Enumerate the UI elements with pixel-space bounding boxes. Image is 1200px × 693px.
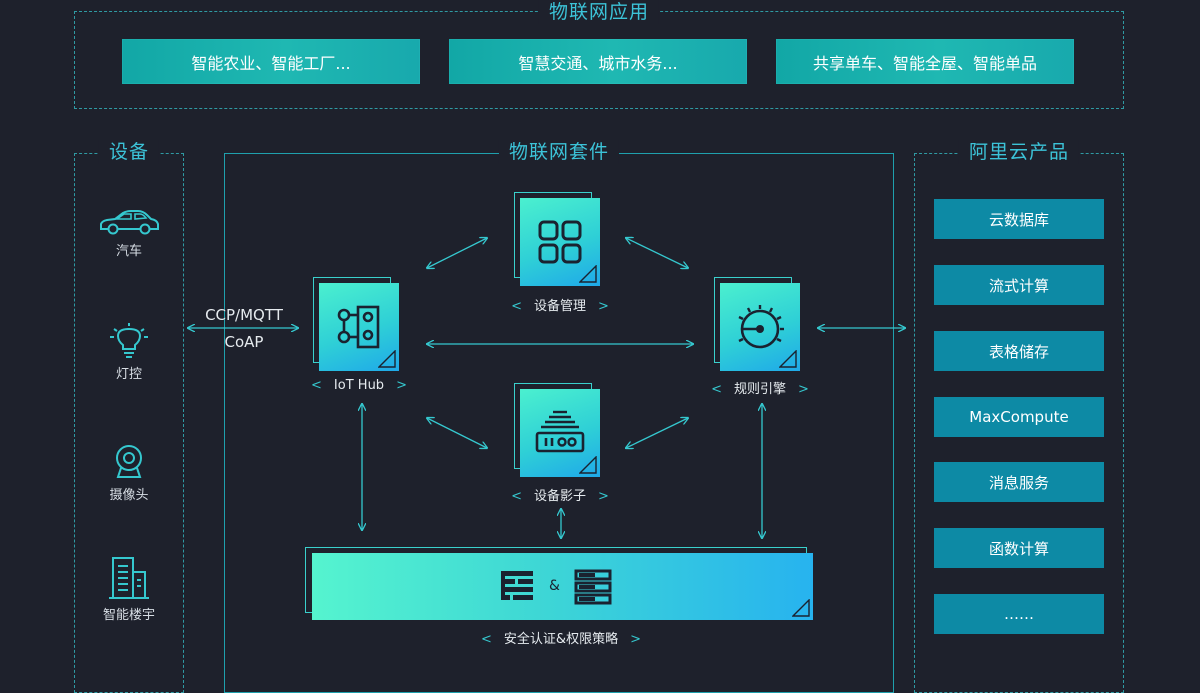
device-light[interactable]: 灯控: [75, 323, 183, 382]
card-corner-icon: [779, 350, 797, 368]
node-label-device-management: <设备管理>: [511, 299, 609, 314]
shadow-device-icon: [535, 410, 585, 453]
node-device-shadow[interactable]: [514, 383, 602, 479]
product-more[interactable]: ……: [934, 594, 1104, 634]
hub-icon: [337, 305, 380, 349]
node-label-iot-hub: <IoT Hub>: [311, 378, 407, 393]
device-camera[interactable]: 摄像头: [75, 444, 183, 503]
camera-icon: [116, 445, 142, 478]
product-maxcompute[interactable]: MaxCompute: [934, 397, 1104, 437]
card-corner-icon: [792, 599, 810, 617]
card-corner-icon: [579, 456, 597, 474]
product-cloud-database[interactable]: 云数据库: [934, 199, 1104, 239]
node-label-rule-engine: <规则引擎>: [711, 382, 809, 397]
building-icon: [109, 557, 149, 599]
iot-suite-title: 物联网套件: [498, 140, 620, 164]
arrow-shadow-rule: [626, 418, 688, 448]
node-label-device-shadow: <设备影子>: [511, 489, 609, 504]
product-table-store[interactable]: 表格储存: [934, 331, 1104, 371]
product-stream-compute[interactable]: 流式计算: [934, 265, 1104, 305]
arrow-mgmt-rule: [626, 238, 688, 268]
device-label-light: 灯控: [115, 367, 142, 382]
node-rule-engine[interactable]: [714, 277, 802, 373]
node-device-management[interactable]: [514, 192, 602, 288]
card-corner-icon: [378, 350, 396, 368]
arrow-hub-mgmt: [427, 238, 487, 268]
protocol-coap: CoAP: [224, 333, 264, 351]
devices-title: 设备: [98, 140, 160, 164]
aliyun-title: 阿里云产品: [958, 140, 1080, 164]
device-label-building: 智能楼宇: [102, 608, 155, 623]
server-icon: [574, 569, 612, 605]
security-ampersand: &: [549, 578, 560, 594]
app-button-transport[interactable]: 智慧交通、城市水务...: [449, 39, 747, 84]
iot-apps-title: 物联网应用: [538, 0, 660, 24]
gauge-icon: [738, 305, 784, 349]
lightbulb-icon: [110, 323, 148, 358]
node-label-security: <安全认证&权限策略>: [481, 632, 641, 647]
firewall-icon: [501, 571, 533, 600]
arrow-hub-shadow: [427, 418, 487, 448]
card-corner-icon: [579, 265, 597, 283]
product-message-service[interactable]: 消息服务: [934, 462, 1104, 502]
security-bar[interactable]: &: [312, 553, 813, 620]
app-button-agriculture[interactable]: 智能农业、智能工厂...: [122, 39, 420, 84]
node-iot-hub[interactable]: [313, 277, 401, 373]
car-icon: [100, 210, 159, 235]
device-building[interactable]: 智能楼宇: [75, 556, 183, 623]
device-label-car: 汽车: [115, 244, 142, 259]
app-button-sharing[interactable]: 共享单车、智能全屋、智能单品: [776, 39, 1074, 84]
product-function-compute[interactable]: 函数计算: [934, 528, 1104, 568]
grid-icon: [538, 220, 582, 264]
device-car[interactable]: 汽车: [75, 210, 183, 259]
protocol-ccp-mqtt: CCP/MQTT: [205, 306, 283, 324]
device-label-camera: 摄像头: [109, 488, 149, 503]
